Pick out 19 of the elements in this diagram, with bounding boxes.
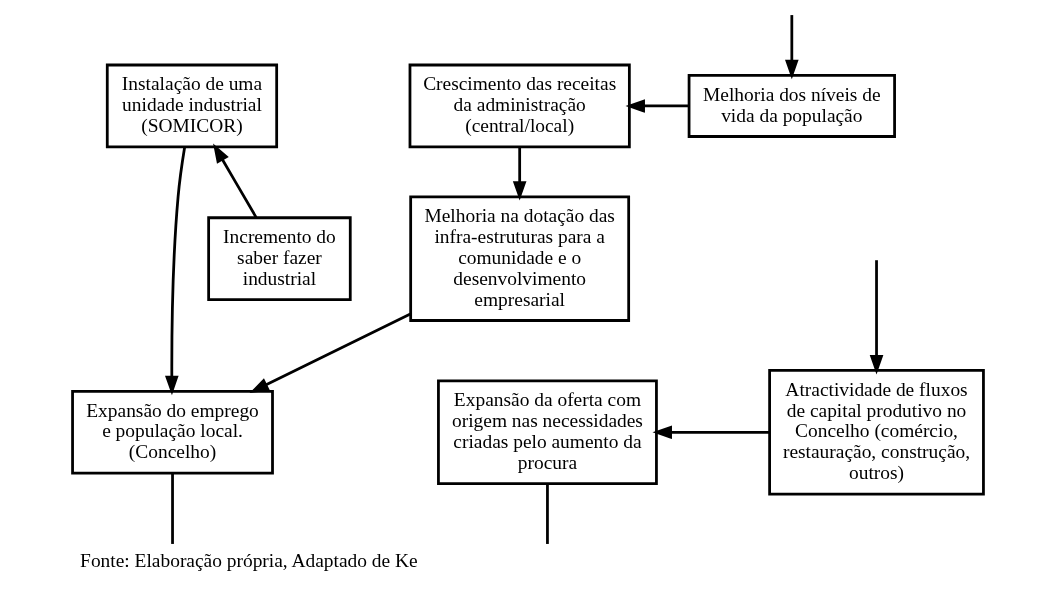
node-box: Incremento do saber fazer industrial — [207, 216, 352, 302]
node-box: Melhoria na dotação das infra-estruturas para a comunidade e o desenvolvimento empresarial — [409, 195, 631, 322]
arrow — [512, 147, 527, 201]
arrow — [652, 425, 770, 440]
arrow — [249, 312, 411, 393]
arrow — [213, 143, 258, 219]
arrow — [165, 147, 186, 396]
node-box: Crescimento das receitas da administração (central/local) — [408, 63, 631, 149]
node-box: Expansão do emprego e população local. (Concelho) — [71, 389, 274, 475]
node-box: Expansão da oferta com origem nas necessidades criadas pelo aumento da procura — [437, 379, 658, 486]
connector — [546, 483, 549, 544]
caption: Fonte: Elaboração própria, Adaptado de Ke — [80, 549, 418, 571]
arrow — [625, 99, 689, 113]
node-box: Melhoria dos níveis de vida da população — [687, 74, 896, 138]
arrow — [869, 260, 884, 375]
node-box: Atractividade de fluxos de capital produtivo no Concelho (comércio, restauração, construção, outros) — [768, 369, 985, 496]
node-box: Instalação de uma unidade industrial (SOMICOR) — [105, 63, 279, 149]
connector — [171, 473, 174, 544]
arrow — [785, 15, 799, 80]
